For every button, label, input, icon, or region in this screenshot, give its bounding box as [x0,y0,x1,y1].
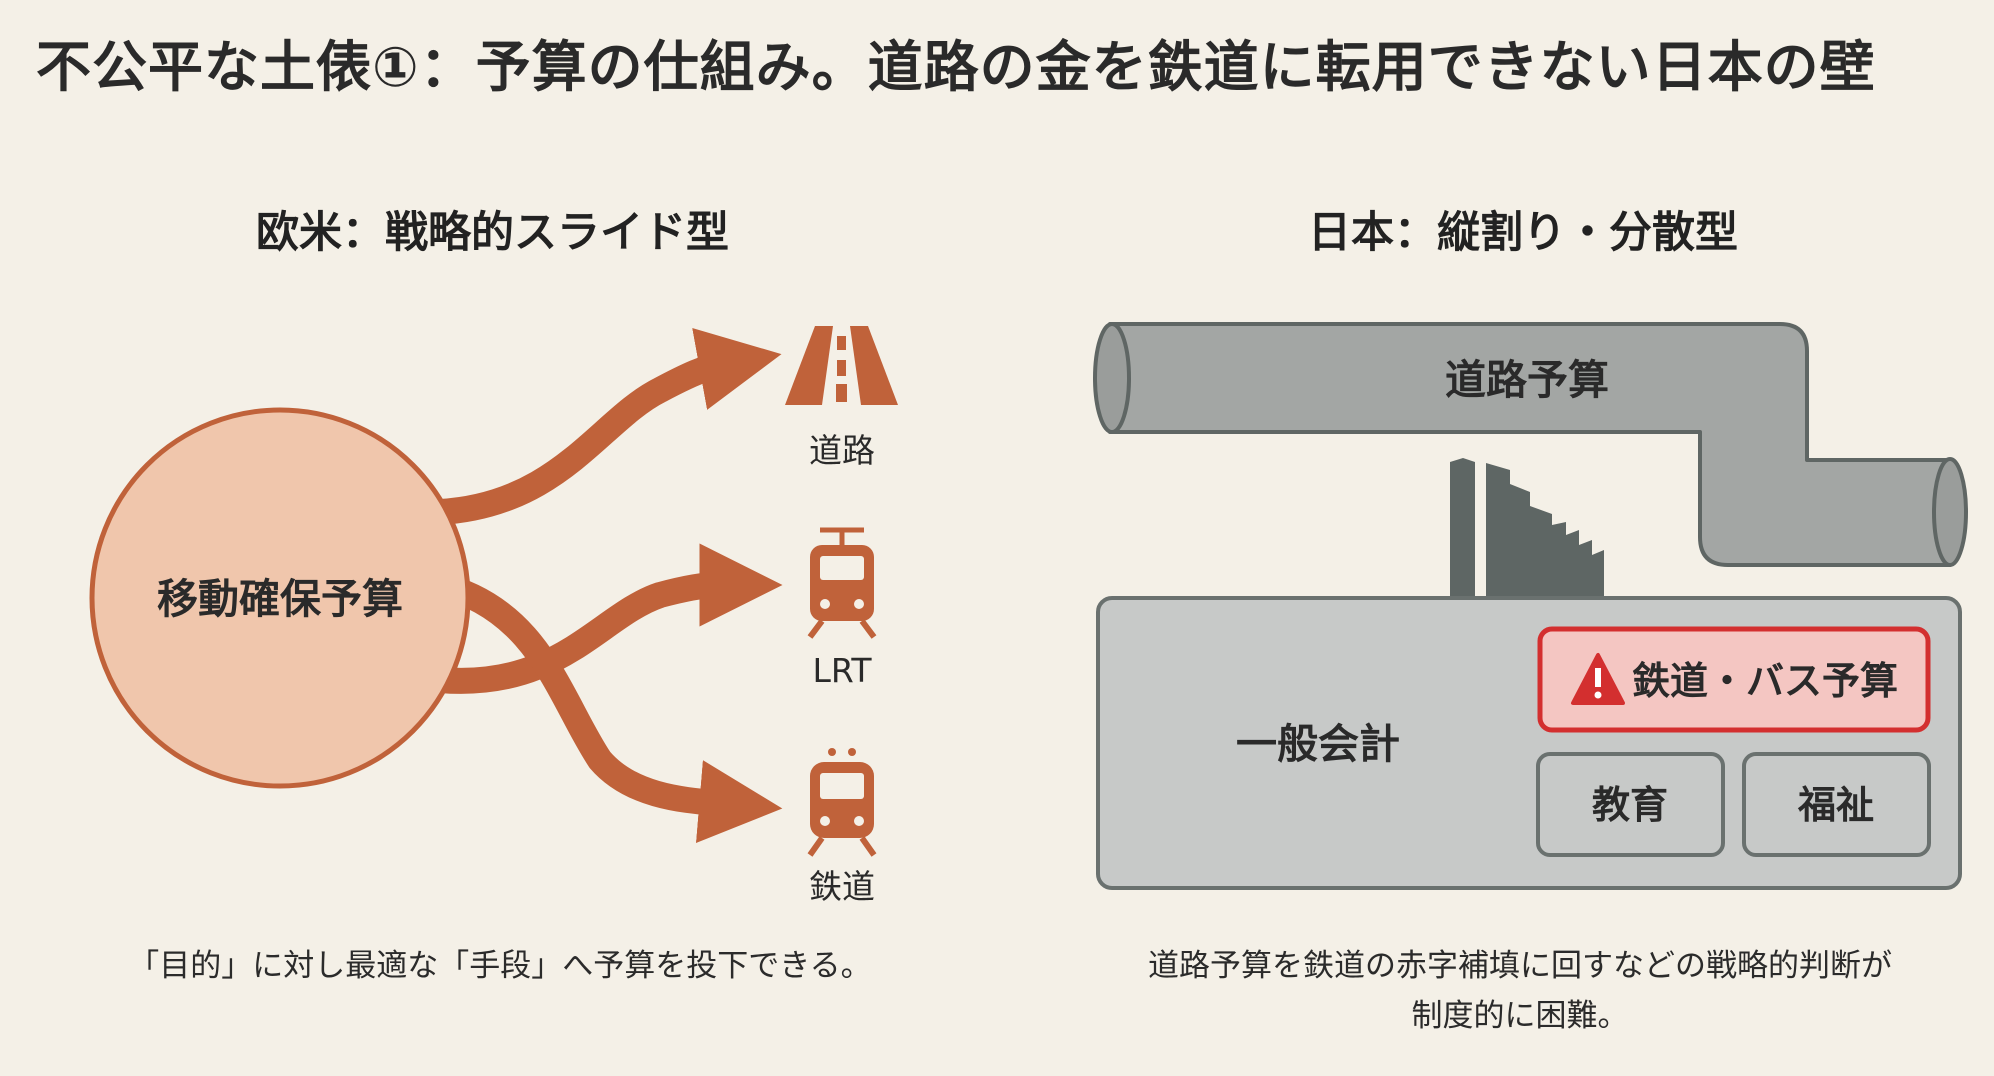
right-heading: 日本：縦割り・分散型 [1308,208,1738,258]
education-label: 教育 [1592,783,1668,827]
arrow-to-train [436,572,783,844]
page-title: 不公平な土俵①：予算の仕組み。道路の金を鉄道に転用できない日本の壁 [36,35,1876,99]
barrier-wall [1450,458,1604,598]
train-icon [807,748,877,857]
left-heading: 欧米：戦略的スライド型 [256,208,729,258]
road-budget-pipe [1093,322,1968,567]
target-label-lrt: LRT [812,651,872,690]
arrow-to-lrt [438,543,783,694]
rail-bus-budget-label: 鉄道・バス予算 [1632,659,1898,703]
left-caption: 「目的」に対し最適な「手段」へ予算を投下できる。 [128,948,872,984]
target-label-train: 鉄道 [809,867,875,906]
welfare-label: 福祉 [1797,783,1874,827]
source-label: 移動確保予算 [157,575,403,623]
road-icon [785,326,898,405]
welfare-box [1742,752,1931,857]
rail-bus-budget-box [1537,626,1931,733]
arrow-to-road [439,328,782,525]
right-caption-line1: 道路予算を鉄道の赤字補填に回すなどの戦略的判断が [1148,948,1892,984]
flow-arrows [436,328,783,844]
general-account-label: 一般会計 [1236,720,1400,768]
source-circle [89,407,471,789]
road-budget-label: 道路予算 [1445,356,1609,404]
right-caption-line2: 制度的に困難。 [1411,998,1629,1034]
target-label-road: 道路 [809,431,875,470]
warning-icon [1571,653,1625,705]
tram-icon [807,527,877,639]
education-box [1536,752,1725,857]
